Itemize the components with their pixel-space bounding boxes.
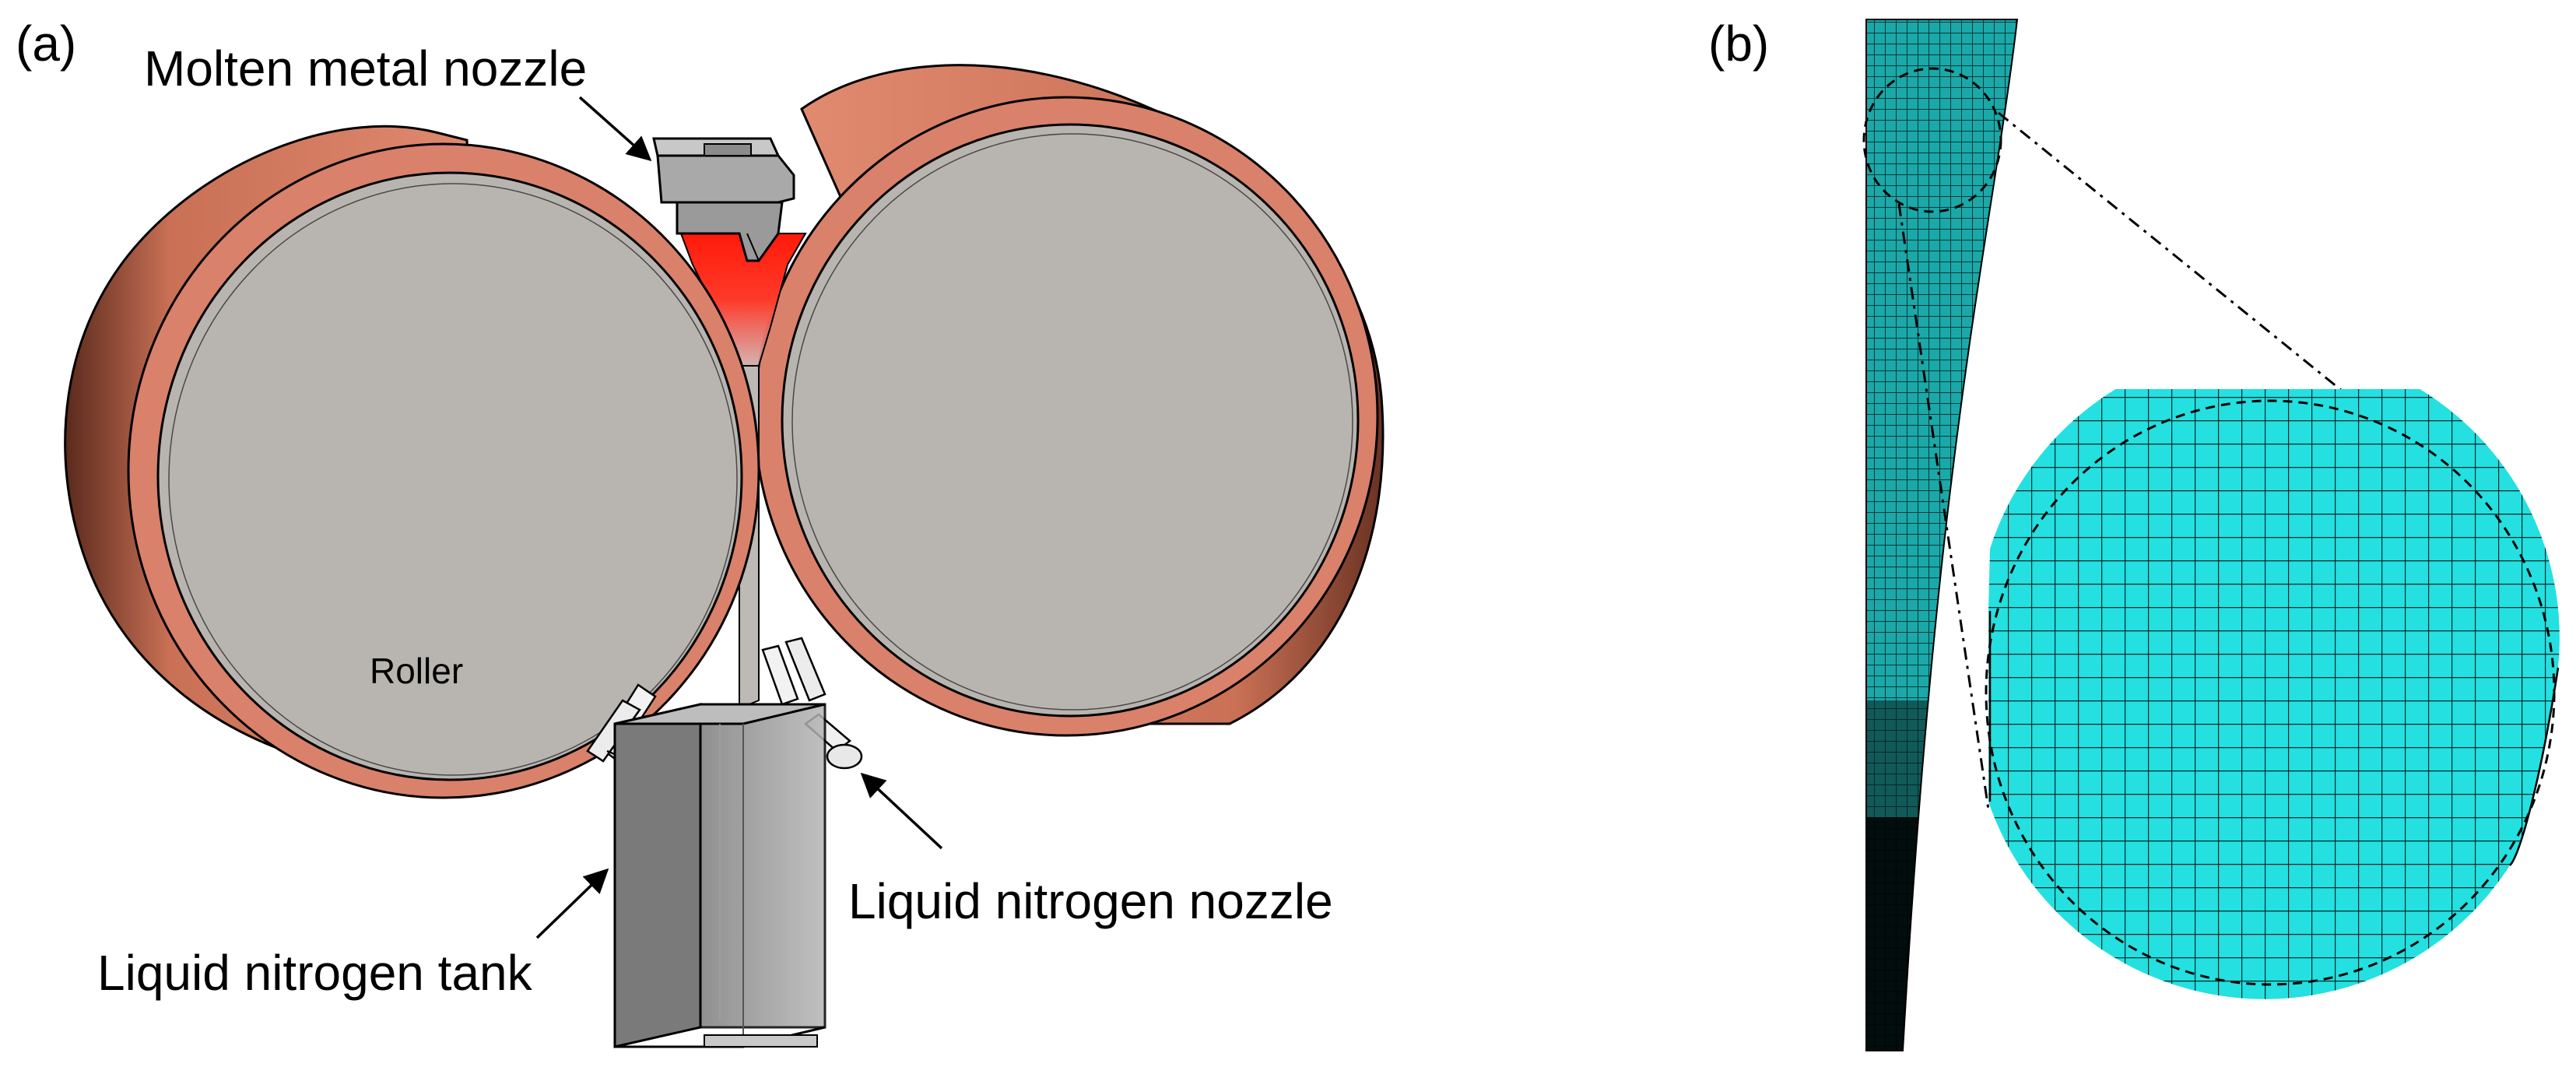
panel-b: (b) (1708, 16, 2560, 1051)
liquid-nitrogen-tank (613, 703, 826, 1048)
label-molten-metal-nozzle: Molten metal nozzle (144, 40, 587, 97)
panel-a: (a) (16, 16, 1385, 1048)
panel-a-tag: (a) (16, 16, 76, 72)
panel-b-tag: (b) (1708, 16, 1769, 72)
arrow-liquid-nitrogen-tank (535, 868, 609, 939)
zoom-connector-bottom (1897, 203, 1990, 810)
right-roller (753, 64, 1385, 737)
arrow-liquid-nitrogen-nozzle (860, 772, 943, 850)
molten-metal-nozzle (652, 137, 795, 262)
zoomed-mesh (1988, 389, 2560, 999)
arrow-molten-metal-nozzle (578, 96, 652, 162)
left-roller (64, 125, 760, 799)
label-roller: Roller (370, 651, 463, 691)
label-liquid-nitrogen-nozzle: Liquid nitrogen nozzle (848, 873, 1333, 929)
zoom-region-circle (1862, 67, 2002, 213)
label-liquid-nitrogen-tank: Liquid nitrogen tank (97, 945, 533, 1001)
